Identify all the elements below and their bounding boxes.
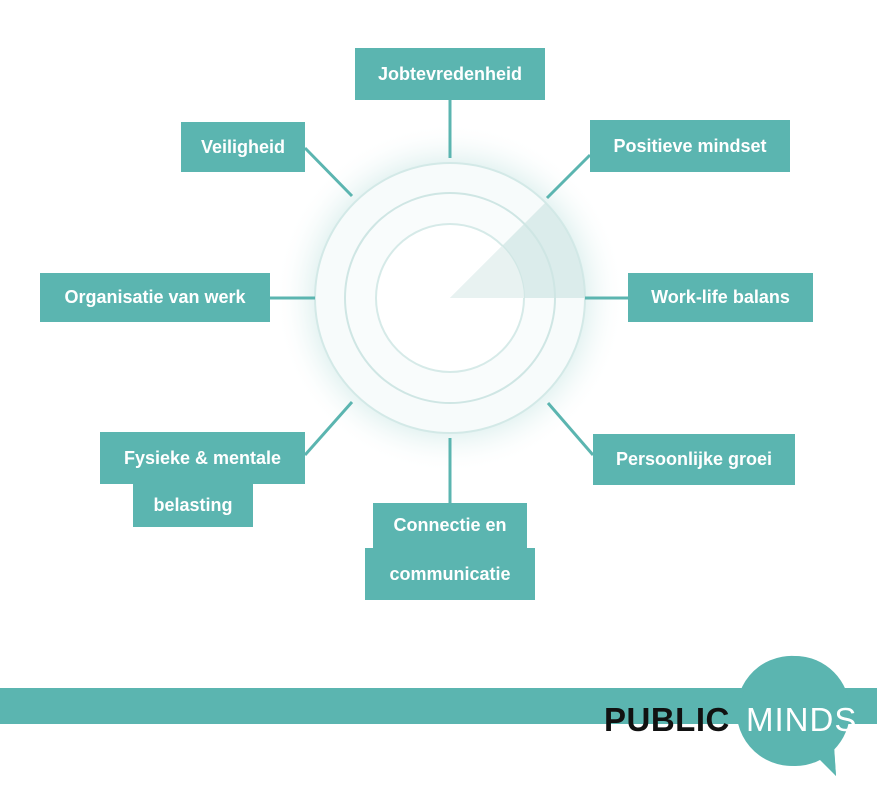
connector-lines — [270, 100, 628, 503]
node-work-life-balans: Work-life balans — [628, 273, 813, 322]
node-belasting: belasting — [133, 484, 253, 527]
footer-banner — [0, 688, 877, 724]
node-fysieke-mentale: Fysieke & mentale — [100, 432, 305, 484]
node-persoonlijke-groei: Persoonlijke groei — [593, 434, 795, 485]
inner-sector — [450, 246, 524, 298]
node-organisatie-van-werk: Organisatie van werk — [40, 273, 270, 322]
node-veiligheid: Veiligheid — [181, 122, 305, 172]
node-jobtevredenheid: Jobtevredenheid — [355, 48, 545, 100]
logo-public: PUBLIC — [604, 701, 730, 738]
node-communicatie: communicatie — [365, 548, 535, 600]
node-positieve-mindset: Positieve mindset — [590, 120, 790, 172]
logo-minds: MINDS — [746, 701, 858, 738]
node-connectie-en: Connectie en — [373, 503, 527, 548]
